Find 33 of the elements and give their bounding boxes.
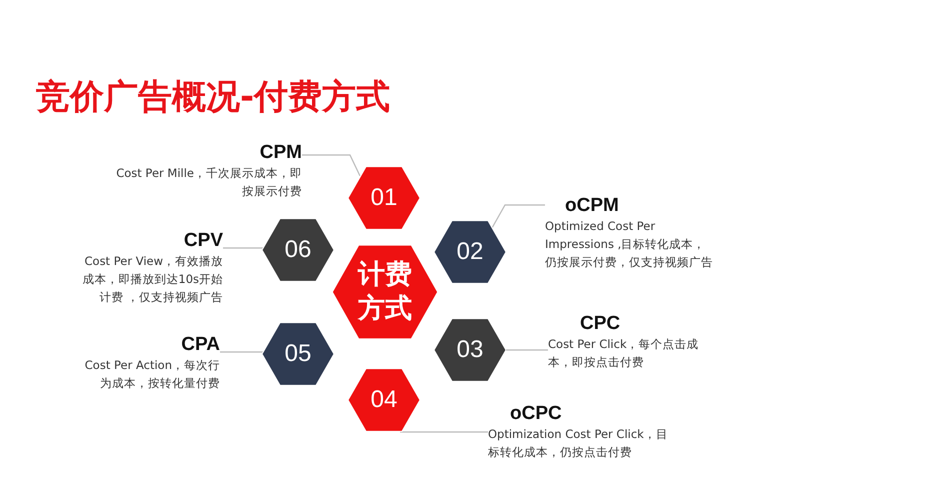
hexagon <box>434 318 506 382</box>
hexagon <box>434 220 506 284</box>
step-number: 05 <box>284 340 312 368</box>
hexagon <box>262 218 334 282</box>
hexagon-title: 计费方式 <box>356 258 413 326</box>
method-heading: oCPC <box>509 403 563 425</box>
method-heading: CPA <box>180 334 220 356</box>
step-number: 04 <box>370 386 398 414</box>
method-heading: CPC <box>579 313 622 335</box>
method-heading: CPV <box>182 230 223 252</box>
method-heading: oCPM <box>564 195 620 217</box>
leader-line <box>223 247 263 249</box>
hexagon <box>332 244 438 340</box>
method-description: Cost Per Click，每个点击成本，即按点击付费 <box>548 336 700 371</box>
hexagon <box>348 166 420 230</box>
leader-line <box>220 351 263 353</box>
leader-line <box>400 431 488 433</box>
step-number: 02 <box>456 238 484 266</box>
method-description: Optimized Cost Per Impressions ,目标转化成本，仍按展示付费，仅支持视频广告 <box>545 218 714 271</box>
title: 竞价广告概况-付费方式 <box>36 76 390 119</box>
step-number: 03 <box>456 336 484 364</box>
step-number: 06 <box>284 236 312 264</box>
method-description: Optimization Cost Per Click，目标转化成本，仍按点击付费 <box>488 426 669 461</box>
method-description: Cost Per View，有效播放成本，即播放到达10s开始计费 ，仅支持视频广告 <box>81 253 223 306</box>
method-description: Cost Per Action，每次行为成本，按转化量付费 <box>84 357 220 392</box>
hexagon <box>262 322 334 386</box>
method-heading: CPM <box>258 142 302 164</box>
leader-line <box>302 154 361 176</box>
method-description: Cost Per Mille，千次展示成本，即按展示付费 <box>115 165 302 200</box>
leader-line <box>506 349 548 351</box>
leader-line <box>491 204 545 228</box>
step-number: 01 <box>370 184 398 212</box>
hexagon <box>348 368 420 432</box>
